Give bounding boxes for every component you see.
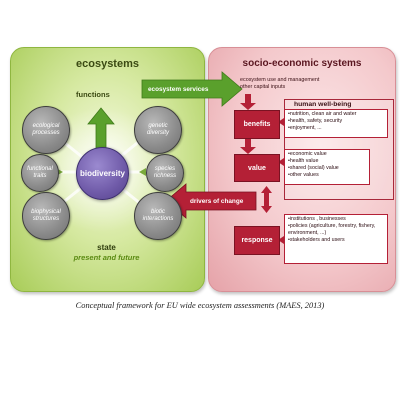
functions-label: functions — [76, 90, 110, 99]
response-item: stakeholders and users — [288, 237, 384, 244]
benefit-item: enjoyment, ... — [288, 125, 384, 132]
circle-biotic-interactions: biotic interactions — [134, 192, 182, 240]
circle-biophysical-structures: biophysical structures — [22, 192, 70, 240]
value-response-double-arrow — [261, 186, 272, 213]
circle-label: ecological processes — [32, 123, 60, 136]
response-box: response — [234, 226, 280, 255]
circle-functional-traits: functional traits — [21, 154, 59, 192]
benefits-list: nutrition, clean air and water health, s… — [284, 109, 388, 138]
inputs-line-2: other capital inputs — [240, 84, 286, 91]
value-item: economic value — [288, 151, 366, 158]
state-label: state — [97, 243, 116, 252]
circle-label: species richness — [153, 166, 177, 179]
ecosystem-services-arrow — [141, 71, 243, 107]
state-subtitle: present and future — [73, 253, 140, 262]
ecosystem-services-label: ecosystem services — [148, 86, 209, 93]
circle-label: biotic interactions — [142, 209, 174, 222]
response-list: institutions , businesses policies (agri… — [284, 214, 388, 264]
circle-species-richness: species richness — [146, 154, 184, 192]
response-item: policies (agriculture, forestry, fishery… — [288, 223, 384, 237]
circle-ecological-processes: ecological processes — [22, 106, 70, 154]
socio-inputs-text: ecosystem use and management other capit… — [240, 77, 319, 91]
benefit-item: health, safety, security — [288, 118, 384, 125]
value-box: value — [234, 154, 280, 182]
human-wellbeing-label: human well-being — [294, 101, 352, 108]
response-item: institutions , businesses — [288, 216, 384, 223]
benefits-to-value-arrow — [240, 139, 256, 154]
inputs-line-1: ecosystem use and management — [240, 77, 320, 83]
drivers-of-change-label: drivers of change — [190, 198, 244, 205]
circle-label: biophysical structures — [31, 209, 61, 222]
value-item: health value — [288, 158, 366, 165]
circle-label: genetic diversity — [146, 123, 169, 136]
value-item: other values — [288, 172, 366, 179]
benefit-item: nutrition, clean air and water — [288, 111, 384, 118]
circle-genetic-diversity: genetic diversity — [134, 106, 182, 154]
circle-label: functional traits — [27, 166, 53, 179]
figure-caption: Conceptual framework for EU wide ecosyst… — [75, 301, 325, 310]
value-item: shared (social) value — [288, 165, 366, 172]
inputs-down-arrow — [240, 94, 256, 110]
biodiversity-circle: biodiversity — [76, 147, 129, 200]
socio-economic-title: socio-economic systems — [242, 58, 362, 69]
value-list: economic value health value shared (soci… — [284, 149, 370, 185]
ecosystems-title: ecosystems — [76, 58, 139, 70]
box-connector-arrows — [278, 118, 284, 244]
benefits-box: benefits — [234, 110, 280, 139]
functions-up-arrow — [87, 107, 115, 151]
